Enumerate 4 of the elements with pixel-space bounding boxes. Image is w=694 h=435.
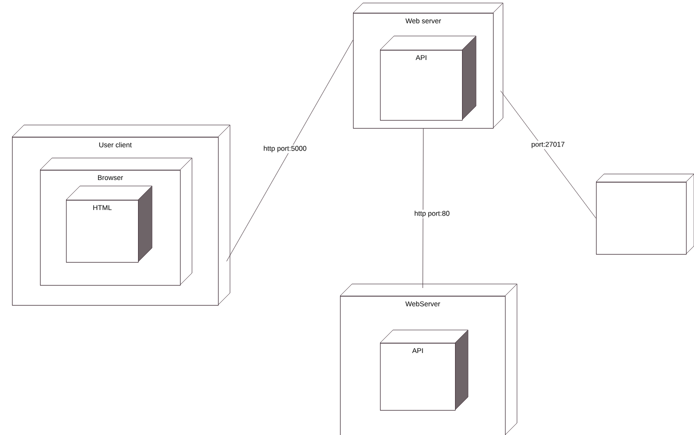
connector-line	[226, 40, 354, 262]
connector-line	[422, 128, 424, 288]
node-box	[596, 174, 694, 255]
connector-line	[500, 90, 596, 219]
